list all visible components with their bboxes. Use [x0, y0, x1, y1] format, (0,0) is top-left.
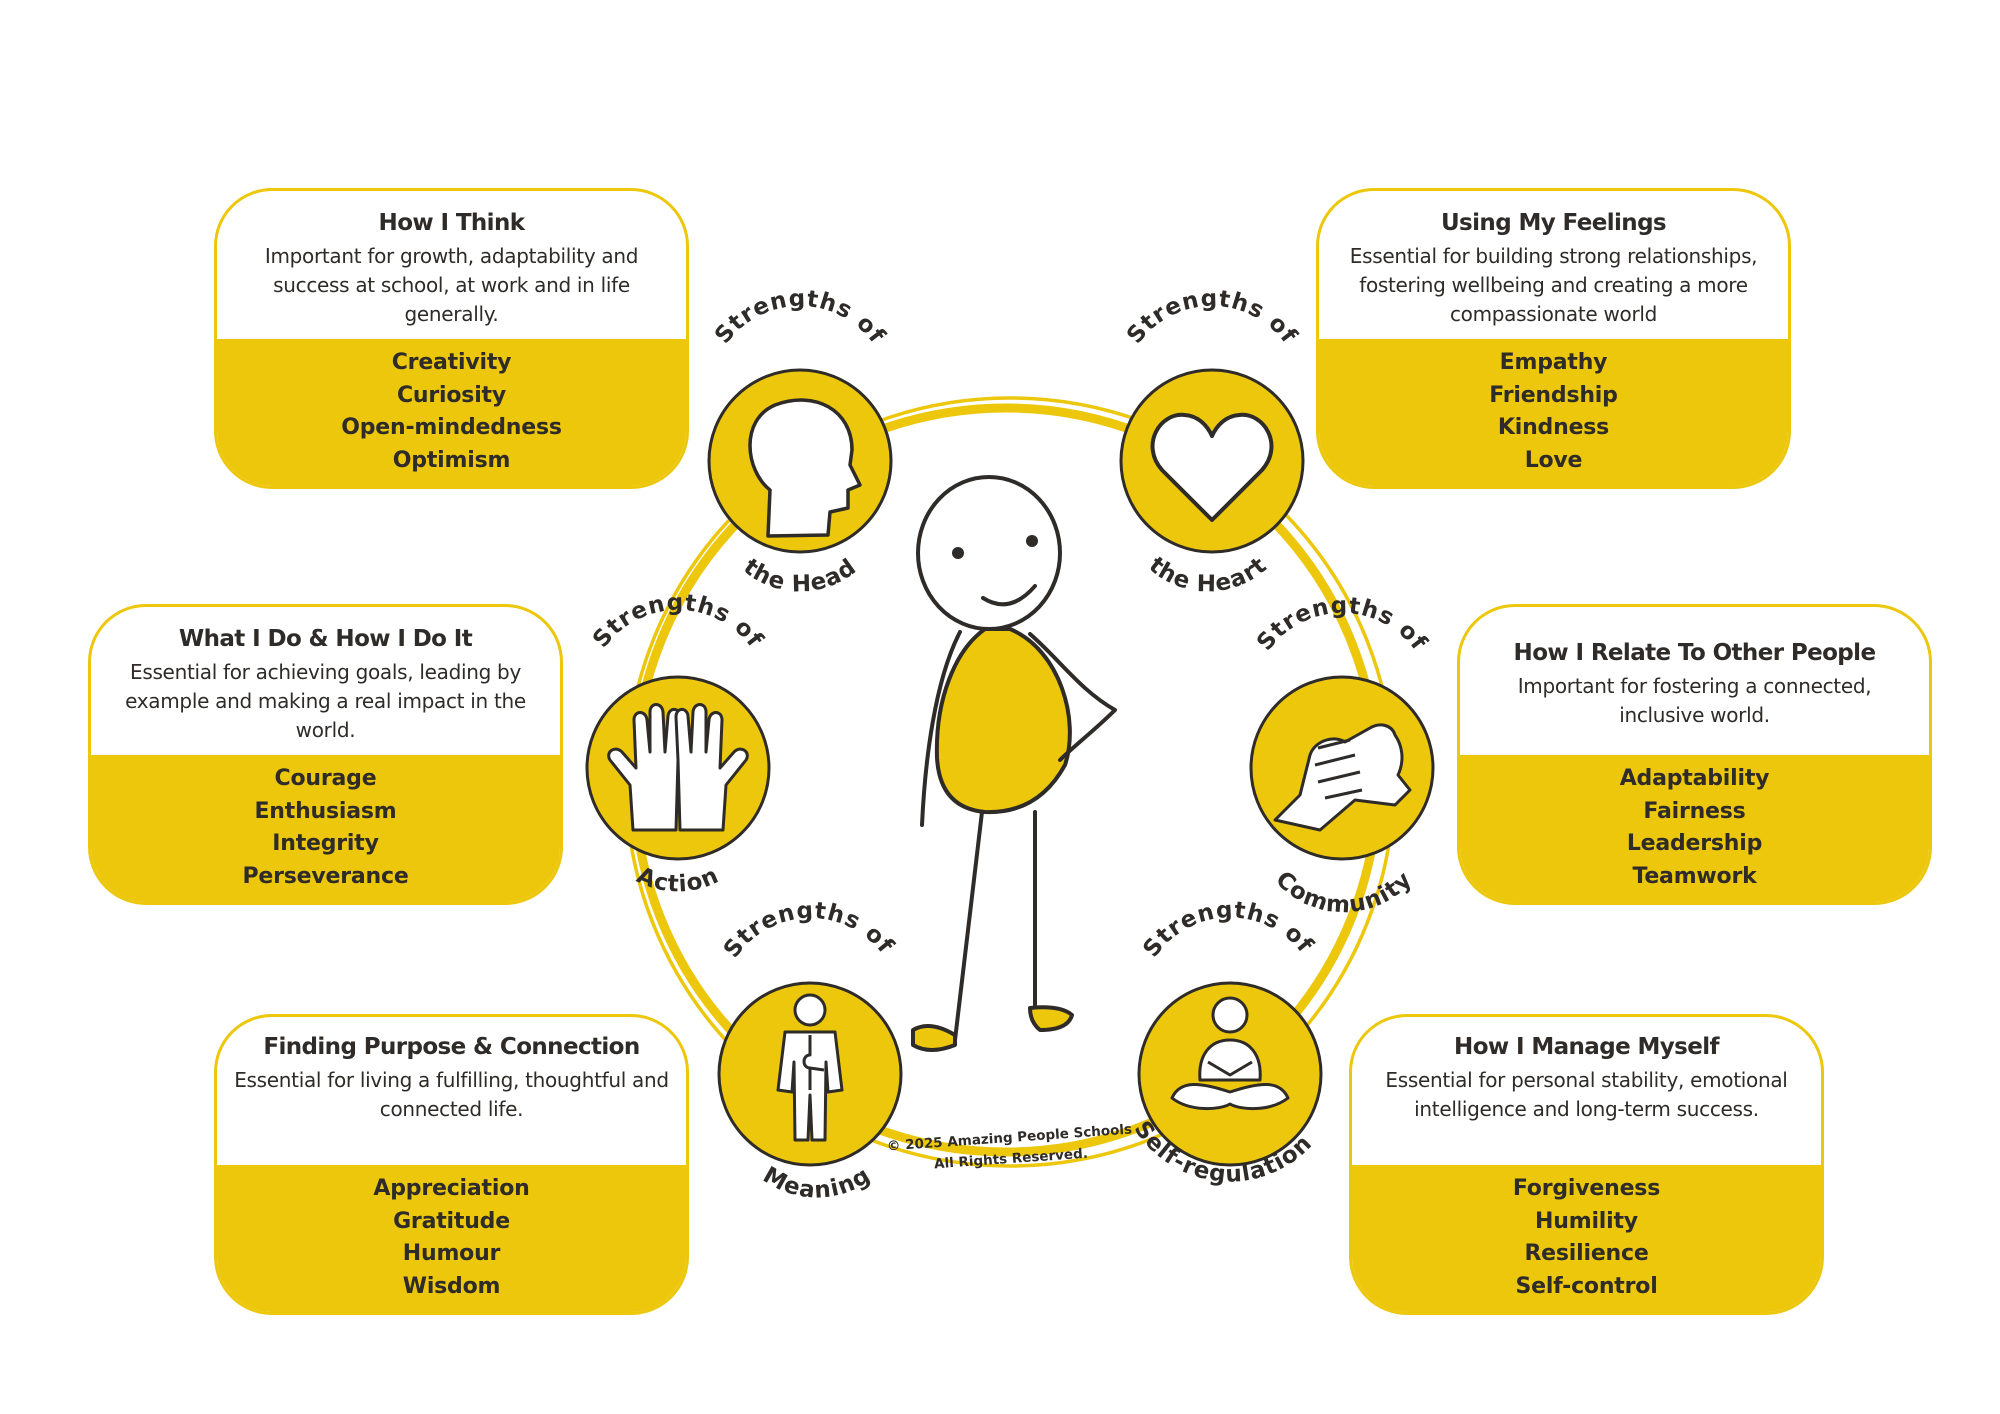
- card-title: What I Do & How I Do It: [178, 626, 473, 652]
- strengths-list: Adaptability Fairness Leadership Teamwor…: [1460, 755, 1929, 902]
- strength-item: Humour: [402, 1241, 501, 1266]
- strengths-list: Creativity Curiosity Open-mindedness Opt…: [217, 339, 686, 486]
- heart-icon: [1150, 412, 1274, 522]
- card-description: Essential for achieving goals, leading b…: [125, 660, 526, 742]
- card-header: How I Manage Myself Essential for person…: [1352, 1017, 1821, 1165]
- card-header: Finding Purpose & Connection Essential f…: [217, 1017, 686, 1165]
- badge-meaning: Strengths of Meaning: [717, 898, 903, 1204]
- strength-item: Gratitude: [393, 1208, 510, 1234]
- strengths-list: Appreciation Gratitude Humour Wisdom: [217, 1165, 686, 1312]
- card-title: Using My Feelings: [1440, 210, 1667, 236]
- svg-text:the Head: the Head: [739, 554, 862, 598]
- card-what-i-do: What I Do & How I Do It Essential for ac…: [88, 604, 563, 905]
- card-description: Essential for building strong relationsh…: [1349, 244, 1758, 326]
- strength-item: Love: [1524, 447, 1583, 473]
- strength-item: Humility: [1535, 1208, 1638, 1234]
- handshake-icon: [1273, 723, 1412, 832]
- card-title: How I Think: [378, 210, 525, 236]
- card-description: Essential for living a fulfilling, thoug…: [234, 1068, 669, 1121]
- badge-community-bottom-label: Community: [1270, 866, 1416, 918]
- badge-heart-bottom-label: the Heart: [1144, 552, 1271, 597]
- card-title: How I Manage Myself: [1454, 1034, 1720, 1060]
- strength-item: Friendship: [1489, 382, 1618, 408]
- svg-text:Strengths of: Strengths of: [710, 286, 890, 349]
- strength-item: Adaptability: [1619, 766, 1770, 791]
- svg-text:Strengths of: Strengths of: [1138, 897, 1318, 962]
- badge-heart-top-label: Strengths of: [1122, 286, 1301, 349]
- svg-text:the Heart: the Heart: [1144, 552, 1272, 597]
- head-profile-icon: [748, 398, 862, 538]
- card-header: How I Relate To Other People Important f…: [1460, 607, 1929, 755]
- strength-item: Wisdom: [402, 1273, 501, 1299]
- strength-item: Integrity: [272, 831, 379, 856]
- raised-hands-icon: [607, 703, 749, 832]
- card-description: Essential for personal stability, emotio…: [1385, 1068, 1788, 1121]
- badge-community: Strengths of Community: [1249, 593, 1435, 919]
- strength-item: Fairness: [1643, 798, 1746, 824]
- strength-item: Courage: [274, 766, 377, 791]
- badge-meaning-top-label: Strengths of: [719, 898, 898, 963]
- card-header: Using My Feelings Essential for building…: [1319, 191, 1788, 339]
- strength-item: Resilience: [1524, 1241, 1649, 1266]
- card-header: How I Think Important for growth, adapta…: [217, 191, 686, 339]
- strength-item: Forgiveness: [1512, 1176, 1661, 1201]
- badge-action-bottom-label: Action: [633, 862, 722, 897]
- strength-item: Perseverance: [242, 863, 409, 889]
- strength-item: Enthusiasm: [254, 798, 397, 824]
- badge-meaning-bottom-label: Meaning: [759, 1162, 875, 1203]
- badge-self-top-label: Strengths of: [1138, 897, 1317, 962]
- badge-action: Strengths of Action: [585, 590, 771, 898]
- card-header: What I Do & How I Do It Essential for ac…: [91, 607, 560, 755]
- strength-item: Curiosity: [396, 382, 506, 408]
- svg-text:Strengths of: Strengths of: [1122, 286, 1302, 349]
- card-title: Finding Purpose & Connection: [263, 1034, 640, 1060]
- strengths-list: Courage Enthusiasm Integrity Perseveranc…: [91, 755, 560, 902]
- meditating-person-icon: [1170, 996, 1290, 1111]
- badge-heart: Strengths of the Heart: [1119, 286, 1305, 597]
- strength-item: Kindness: [1497, 415, 1610, 440]
- strength-item: Open-mindedness: [341, 415, 562, 440]
- card-description: Important for fostering a connected, inc…: [1517, 674, 1872, 727]
- card-using-my-feelings: Using My Feelings Essential for building…: [1316, 188, 1791, 489]
- svg-text:Strengths of: Strengths of: [719, 898, 899, 963]
- badge-action-top-label: Strengths of: [588, 590, 767, 653]
- card-title: How I Relate To Other People: [1513, 640, 1877, 666]
- card-how-i-relate: How I Relate To Other People Important f…: [1457, 604, 1932, 905]
- card-how-i-think: How I Think Important for growth, adapta…: [214, 188, 689, 489]
- strength-item: Teamwork: [1632, 863, 1757, 889]
- svg-text:Community: Community: [1270, 866, 1417, 918]
- strength-item: Optimism: [392, 447, 511, 473]
- svg-text:Action: Action: [633, 862, 723, 897]
- card-finding-purpose: Finding Purpose & Connection Essential f…: [214, 1014, 689, 1315]
- strengths-list: Empathy Friendship Kindness Love: [1319, 339, 1788, 486]
- stick-figure: [911, 475, 1117, 1052]
- svg-text:Meaning: Meaning: [759, 1162, 876, 1203]
- card-description: Important for growth, adaptability and s…: [264, 244, 639, 326]
- puzzle-person-icon: [776, 993, 844, 1142]
- card-how-i-manage-myself: How I Manage Myself Essential for person…: [1349, 1014, 1824, 1315]
- badge-head: Strengths of the Head: [707, 286, 893, 598]
- badge-head-top-label: Strengths of: [710, 286, 889, 349]
- strength-item: Leadership: [1626, 831, 1763, 856]
- strength-item: Empathy: [1499, 350, 1608, 375]
- strength-item: Appreciation: [373, 1176, 530, 1201]
- svg-text:Strengths of: Strengths of: [588, 590, 768, 653]
- badge-self-regulation: Strengths of Self-regulation: [1129, 897, 1323, 1188]
- badge-head-bottom-label: the Head: [739, 554, 861, 598]
- strength-item: Creativity: [391, 350, 512, 375]
- strength-item: Self-control: [1515, 1273, 1658, 1299]
- strengths-list: Forgiveness Humility Resilience Self-con…: [1352, 1165, 1821, 1312]
